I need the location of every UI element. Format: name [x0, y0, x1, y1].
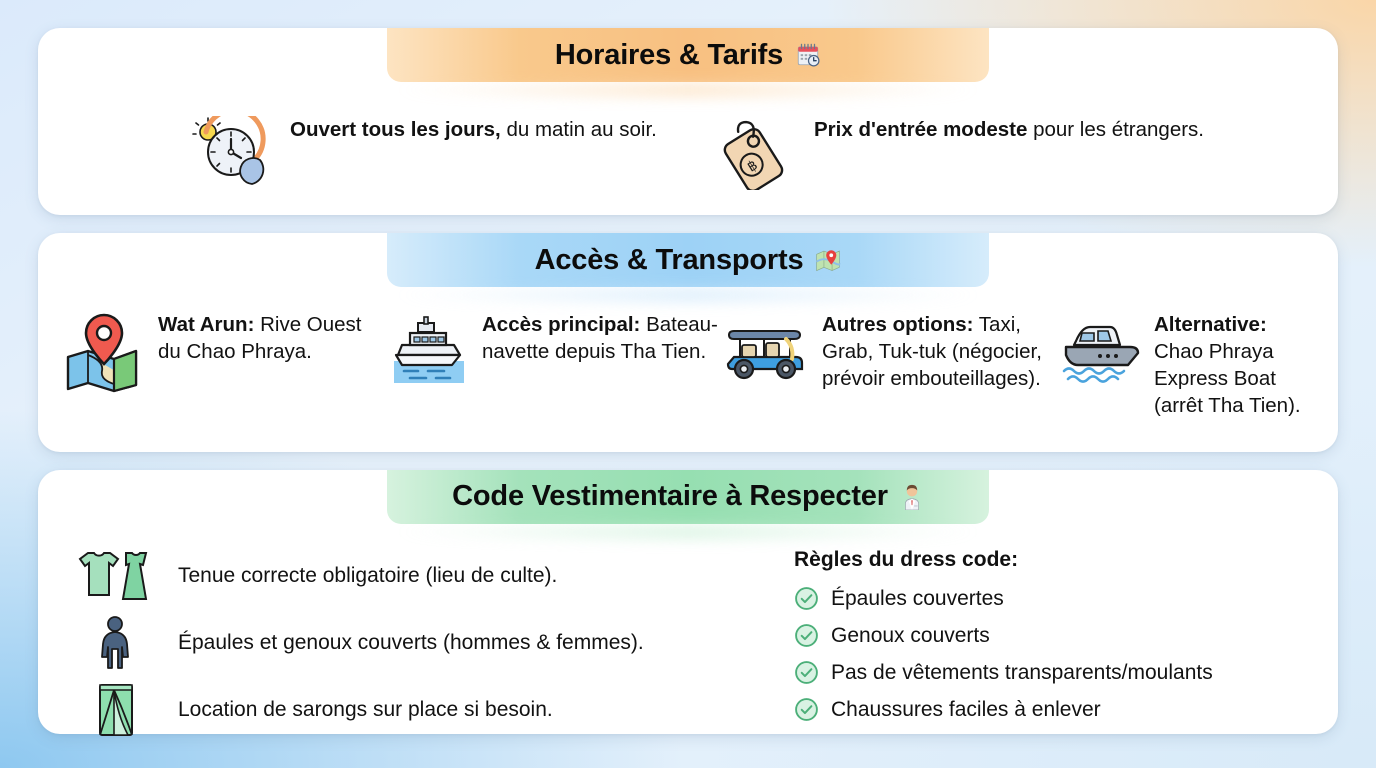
express-boat-icon: [1058, 311, 1142, 385]
list-item-text: Tenue correcte obligatoire (lieu de cult…: [178, 563, 558, 587]
list-item: Épaules et genoux couverts (hommes & fem…: [74, 615, 794, 671]
check-circle-icon: [794, 697, 819, 722]
rules-heading: Règles du dress code:: [794, 547, 1019, 571]
list-item-bold: Ouvert tous les jours,: [290, 118, 501, 141]
list-item-text: Accès principal: Bateau-navette depuis T…: [482, 311, 718, 365]
person-in-attire-icon: [900, 484, 924, 510]
list-item-bold: Wat Arun:: [158, 313, 255, 337]
person-standing-icon: [74, 615, 156, 671]
rule-label: Chaussures faciles à enlever: [831, 697, 1101, 721]
tshirt-dress-icon: [74, 549, 156, 603]
card-2-banner: Accès & Transports: [387, 233, 989, 288]
tuk-tuk-icon: [724, 311, 810, 385]
check-circle-icon: [794, 660, 819, 685]
list-item-text: Épaules et genoux couverts (hommes & fem…: [178, 630, 644, 654]
list-item-text: Autres options: Taxi, Grab, Tuk-tuk (nég…: [822, 311, 1052, 392]
map-location-pin-icon: [62, 311, 146, 395]
list-item-bold: Accès principal:: [482, 313, 641, 337]
card-3-title: Code Vestimentaire à Respecter: [452, 480, 888, 513]
list-item-rest: Rive Ouest du Chao Phraya.: [158, 313, 362, 364]
ferry-boat-icon: [388, 311, 470, 385]
rule-label: Genoux couverts: [831, 623, 990, 647]
card-code-vestimentaire: Code Vestimentaire à Respecter: [38, 469, 1338, 736]
list-item: Location de sarongs sur place si besoin.: [74, 682, 794, 738]
list-item-bold: Alternative:: [1154, 313, 1267, 337]
rule-item: Genoux couverts: [794, 617, 1312, 654]
sarong-icon: [74, 682, 156, 738]
dress-code-list: Tenue correcte obligatoire (lieu de cult…: [74, 542, 794, 736]
card-3-banner: Code Vestimentaire à Respecter: [387, 469, 989, 524]
rule-item: Épaules couvertes: [794, 580, 1312, 617]
list-item: Alternative: Chao Phraya Express Boat (a…: [1058, 311, 1312, 419]
check-circle-icon: [794, 623, 819, 648]
list-item-bold: Prix d'entrée modeste: [814, 118, 1028, 141]
list-item-text: Location de sarongs sur place si besoin.: [178, 697, 553, 721]
list-item-text: Wat Arun: Rive Ouest du Chao Phraya.: [158, 311, 382, 365]
rule-item: Chaussures faciles à enlever: [794, 691, 1312, 728]
list-item-rest: Chao Phraya Express Boat (arrêt Tha Tien…: [1154, 340, 1301, 418]
card-1-banner: Horaires & Tarifs: [387, 28, 989, 82]
card-3-body: Tenue correcte obligatoire (lieu de cult…: [38, 542, 1338, 736]
card-1-items: Ouvert tous les jours, du matin au soir.…: [38, 116, 1338, 190]
card-2-title: Accès & Transports: [534, 243, 804, 276]
list-item-text: Prix d'entrée modeste pour les étrangers…: [814, 116, 1204, 143]
list-item: Ouvert tous les jours, du matin au soir.: [188, 116, 718, 190]
list-item-rest: du matin au soir.: [500, 118, 657, 141]
clock-sun-moon-icon: [188, 116, 274, 190]
card-1-title: Horaires & Tarifs: [554, 38, 784, 71]
check-circle-icon: [794, 586, 819, 611]
rule-label: Épaules couvertes: [831, 586, 1004, 610]
dress-code-rules: Règles du dress code: Épaules couvertes …: [794, 542, 1312, 734]
card-acces-transports: Accès & Transports: [38, 233, 1338, 452]
list-item-rest: pour les étrangers.: [1027, 118, 1204, 141]
card-2-items: Wat Arun: Rive Ouest du Chao Phraya.: [38, 311, 1338, 419]
card-horaires-tarifs: Horaires & Tarifs: [38, 28, 1338, 216]
calendar-clock-icon: [795, 42, 821, 68]
list-item-text: Ouvert tous les jours, du matin au soir.: [290, 116, 657, 143]
price-tag-icon: ฿: [718, 116, 798, 190]
list-item-text: Alternative: Chao Phraya Express Boat (a…: [1154, 311, 1312, 419]
rule-label: Pas de vêtements transparents/moulants: [831, 660, 1213, 684]
list-item: Tenue correcte obligatoire (lieu de cult…: [74, 548, 794, 604]
list-item: Autres options: Taxi, Grab, Tuk-tuk (nég…: [724, 311, 1052, 392]
list-item-rest: Bateau-navette depuis Tha Tien.: [482, 313, 718, 364]
list-item: ฿ Prix d'entrée modeste pour les étrange…: [718, 116, 1300, 190]
list-item-bold: Autres options:: [822, 313, 974, 337]
list-item-rest: Taxi, Grab, Tuk-tuk (négocier, prévoir e…: [822, 313, 1042, 391]
list-item: Accès principal: Bateau-navette depuis T…: [388, 311, 718, 385]
list-item: Wat Arun: Rive Ouest du Chao Phraya.: [62, 311, 382, 395]
rule-item: Pas de vêtements transparents/moulants: [794, 654, 1312, 691]
map-pin-icon: [815, 247, 841, 273]
